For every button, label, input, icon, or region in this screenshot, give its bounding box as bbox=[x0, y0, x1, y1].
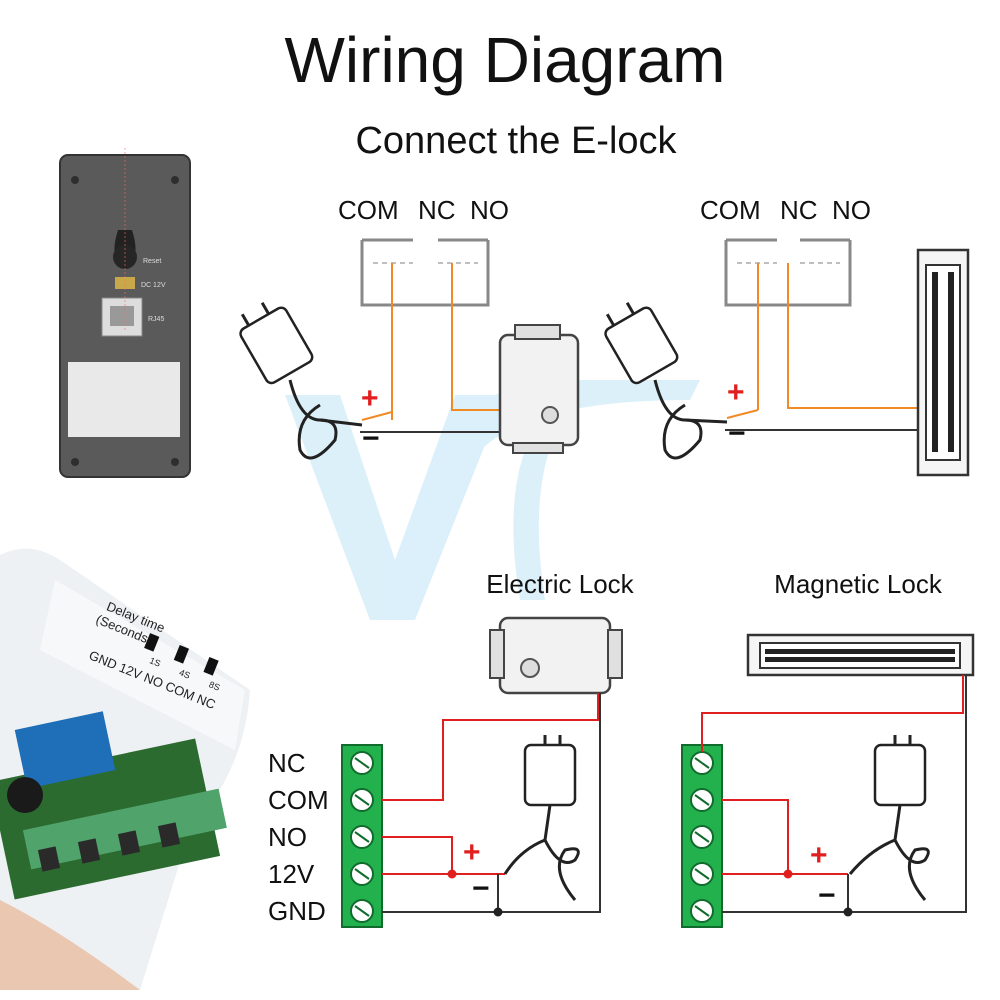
dc-label: DC 12V bbox=[141, 282, 166, 289]
pin-nc-label: NC bbox=[268, 748, 306, 778]
delay-4s-label: 4S bbox=[178, 667, 192, 680]
page-title: Wiring Diagram bbox=[285, 24, 726, 96]
minus-sign: − bbox=[472, 872, 490, 905]
relay-board-photo: Delay time (Seconds) GND 12V NO COM NC 1… bbox=[0, 548, 250, 990]
delay-1s-label: 1S bbox=[148, 655, 162, 668]
terminal-block-magnetic bbox=[681, 744, 723, 928]
magnetic-lock-icon bbox=[746, 633, 975, 677]
minus-sign: − bbox=[362, 422, 380, 455]
pin-12v-label: 12V bbox=[268, 859, 315, 889]
terminal-com-label: COM bbox=[700, 195, 761, 225]
plus-sign: + bbox=[727, 376, 745, 409]
minus-sign: − bbox=[818, 879, 836, 912]
watermark-logo bbox=[285, 380, 700, 620]
terminal-com-label: COM bbox=[338, 195, 399, 225]
terminal-no-label: NO bbox=[832, 195, 871, 225]
relay-terminals-right: COM NC NO bbox=[700, 195, 871, 307]
page-subtitle: Connect the E-lock bbox=[355, 120, 677, 162]
electric-lock-label: Electric Lock bbox=[486, 569, 634, 599]
rj45-label: RJ45 bbox=[148, 316, 164, 323]
terminal-nc-label: NC bbox=[418, 195, 456, 225]
pin-gnd-label: GND bbox=[268, 896, 326, 926]
electric-lock-icon bbox=[489, 616, 623, 695]
pin-com-label: COM bbox=[268, 785, 329, 815]
power-adapter-icon bbox=[239, 302, 363, 460]
terminal-nc-label: NC bbox=[780, 195, 818, 225]
power-adapter-icon bbox=[848, 735, 930, 901]
reset-label: Reset bbox=[143, 258, 161, 265]
terminal-no-label: NO bbox=[470, 195, 509, 225]
magnetic-lock-icon bbox=[916, 248, 970, 477]
pin-no-label: NO bbox=[268, 822, 307, 852]
doorbell-panel: Reset DC 12V RJ45 bbox=[59, 148, 191, 478]
plus-sign: + bbox=[463, 836, 481, 869]
minus-sign: − bbox=[728, 417, 746, 450]
relay-terminals-left: COM NC NO bbox=[338, 195, 509, 307]
plus-sign: + bbox=[810, 839, 828, 872]
delay-8s-label: 8S bbox=[207, 679, 221, 692]
plus-sign: + bbox=[361, 382, 379, 415]
power-adapter-icon bbox=[604, 302, 728, 460]
dc-connector-icon bbox=[115, 277, 135, 289]
magnetic-lock-label: Magnetic Lock bbox=[774, 569, 943, 599]
power-adapter-icon bbox=[503, 735, 580, 901]
electric-lock-icon bbox=[498, 324, 580, 454]
rj45-port-icon bbox=[110, 306, 134, 326]
module-pin-labels: NC COM NO 12V GND bbox=[268, 748, 329, 926]
terminal-block-electric bbox=[341, 744, 383, 928]
